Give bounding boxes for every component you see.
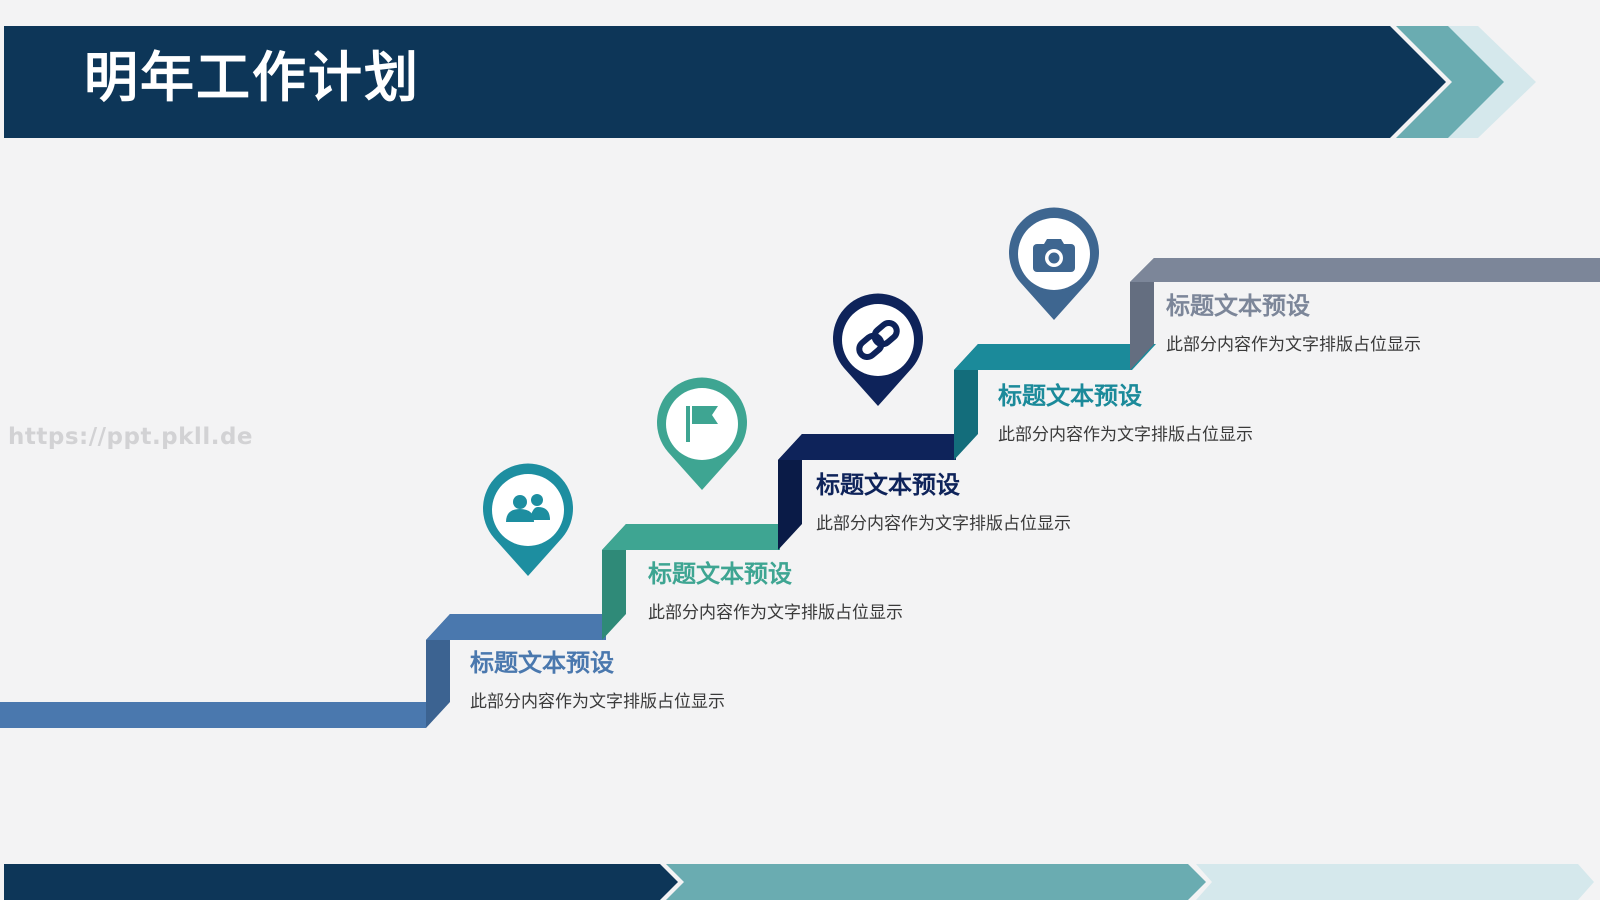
step-2-desc: 此部分内容作为文字排版占位显示 [648, 603, 903, 623]
step-5-title: 标题文本预设 [1166, 292, 1310, 320]
step-4-title: 标题文本预设 [998, 382, 1142, 410]
stair-riser-5 [1130, 258, 1154, 370]
page-title: 明年工作计划 [84, 46, 420, 109]
header-chevron-light [1428, 26, 1536, 138]
step-1-title: 标题文本预设 [470, 649, 614, 677]
staircase [0, 258, 1600, 728]
step-5-text: 标题文本预设 此部分内容作为文字排版占位显示 [1166, 291, 1421, 356]
users-icon [506, 494, 550, 522]
stair-riser-3 [778, 434, 802, 550]
step-3-desc: 此部分内容作为文字排版占位显示 [816, 514, 1071, 534]
step-2-title: 标题文本预设 [648, 560, 792, 588]
camera-icon [1033, 239, 1075, 272]
pin-marker-2 [657, 377, 747, 490]
step-4-text: 标题文本预设 此部分内容作为文字排版占位显示 [998, 381, 1253, 446]
flag-icon [686, 406, 718, 442]
footer-band-light [1196, 864, 1594, 900]
link-icon [856, 320, 900, 360]
step-5-desc: 此部分内容作为文字排版占位显示 [1166, 335, 1421, 355]
header-band [4, 26, 1446, 138]
stair-riser-4 [954, 344, 978, 460]
stair-tread-4 [954, 344, 1156, 370]
step-1-text: 标题文本预设 此部分内容作为文字排版占位显示 [470, 648, 725, 713]
stair-tread-3 [778, 434, 956, 460]
footer-band-navy [4, 864, 678, 900]
stair-riser-1 [426, 614, 450, 728]
header-chevron-teal [1396, 26, 1504, 138]
stair-tread-5 [1130, 258, 1600, 282]
step-2-text: 标题文本预设 此部分内容作为文字排版占位显示 [648, 559, 903, 624]
step-3-text: 标题文本预设 此部分内容作为文字排版占位显示 [816, 470, 1071, 535]
stair-riser-2 [602, 524, 626, 640]
stair-floor-1 [0, 702, 426, 728]
stair-tread-1 [426, 614, 606, 640]
stair-tread-2 [602, 524, 780, 550]
step-4-desc: 此部分内容作为文字排版占位显示 [998, 425, 1253, 445]
step-3-title: 标题文本预设 [816, 471, 960, 499]
watermark-text: https://ppt.pkll.de [8, 424, 254, 450]
step-1-desc: 此部分内容作为文字排版占位显示 [470, 692, 725, 712]
footer-band-teal [666, 864, 1206, 900]
